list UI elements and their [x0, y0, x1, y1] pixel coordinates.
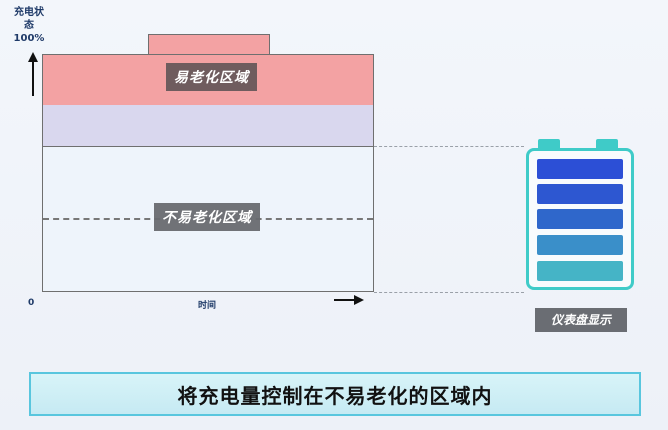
battery-cell-3 [537, 209, 623, 229]
battery-cell-5 [537, 261, 623, 281]
battery-icon [526, 148, 634, 290]
top-reference-line [374, 146, 524, 147]
not-easy-aging-zone-label: 不易老化区域 [154, 203, 260, 231]
x-axis-label: 时间 [198, 301, 217, 311]
battery-cell-1 [537, 159, 623, 179]
y-axis-label: 充电状态 100% [13, 7, 45, 44]
y-axis-arrow-head [28, 52, 38, 62]
summary-banner: 将充电量控制在不易老化的区域内 [29, 372, 641, 416]
battery-cell-2 [537, 184, 623, 204]
battery-terminal-left [538, 139, 560, 149]
bottom-reference-line [374, 292, 524, 293]
buffer-zone [43, 105, 373, 147]
soc-chart-box [42, 54, 374, 292]
origin-label: 0 [28, 298, 35, 308]
battery-cell-4 [537, 235, 623, 255]
battery-terminal-right [596, 139, 618, 149]
easy-aging-zone-label: 易老化区域 [166, 63, 257, 91]
overcharge-bump [148, 34, 270, 56]
dashboard-display-label: 仪表盘显示 [535, 308, 627, 332]
x-axis-arrow-head [354, 295, 364, 305]
